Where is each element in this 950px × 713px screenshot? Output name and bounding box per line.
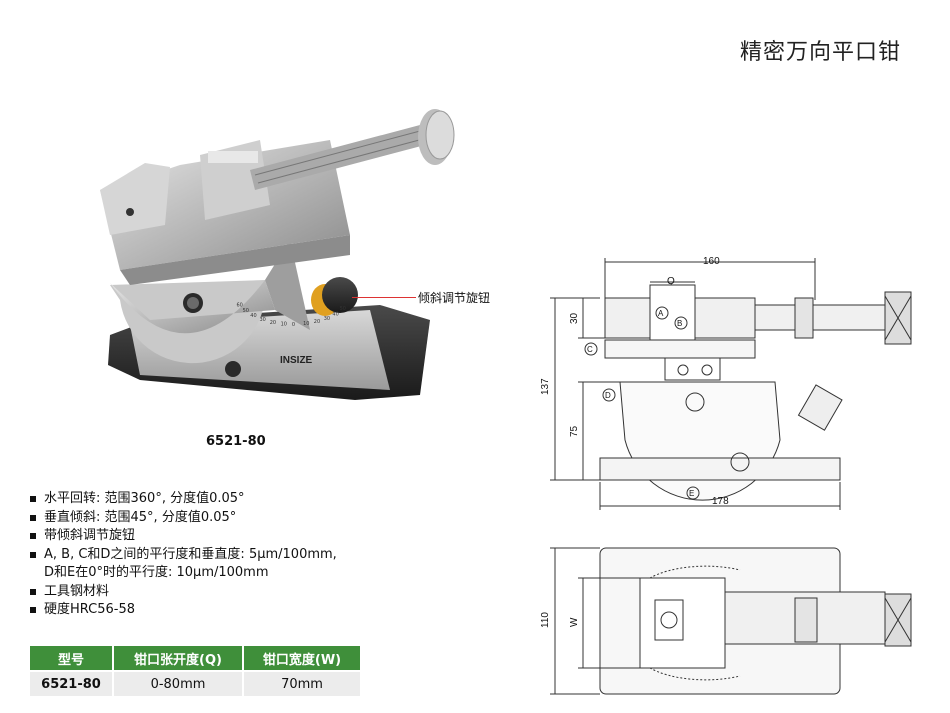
dim-137: 137 [540, 378, 551, 395]
dim-w: W [569, 617, 580, 627]
ref-b: B [677, 319, 682, 328]
brand-mark: INSIZE [280, 355, 313, 366]
dim-178: 178 [712, 496, 729, 507]
bullet-icon [30, 533, 36, 539]
bullet-icon [30, 588, 36, 595]
header-width: 钳口宽度(W) [243, 646, 362, 671]
cell-model: 6521-80 [30, 670, 114, 696]
dim-75: 75 [569, 425, 580, 437]
scale-number: 30 [260, 317, 266, 323]
bullet-icon [30, 551, 36, 558]
feature-item: 工具钢材料 [30, 583, 337, 602]
feature-item: 带倾斜调节旋钮 [30, 527, 337, 546]
scale-number: 40 [250, 313, 256, 319]
scale-number: 30 [324, 316, 330, 322]
bullet-icon [30, 496, 36, 502]
bullet-icon [30, 607, 36, 613]
cell-opening: 0-80mm [113, 670, 244, 696]
dim-q: Q [667, 276, 675, 287]
bullet-icon [30, 514, 36, 521]
feature-item: 硬度HRC56-58 [30, 601, 337, 620]
cell-width: 70mm [243, 670, 362, 696]
page-title: 精密万向平口钳 [740, 40, 902, 65]
scale-number: 50 [340, 306, 346, 312]
scale-number: 40 [332, 312, 338, 318]
technical-drawing: 160 Q 137 30 75 178 A B C D E [540, 256, 912, 695]
photo-caption: 6521-80 [206, 434, 266, 449]
callout-line [352, 297, 416, 298]
dim-30: 30 [569, 312, 580, 324]
header-opening: 钳口张开度(Q) [113, 646, 244, 671]
table-header-row: 型号 钳口张开度(Q) 钳口宽度(W) [30, 646, 362, 671]
feature-item: 水平回转: 范围360°, 分度值0.05° [30, 490, 337, 509]
feature-list: 水平回转: 范围360°, 分度值0.05° 垂直倾斜: 范围45°, 分度值0… [30, 490, 337, 620]
scale-number: 60 [237, 302, 243, 308]
feature-item: 垂直倾斜: 范围45°, 分度值0.05° [30, 509, 337, 528]
spec-table: 型号 钳口张开度(Q) 钳口宽度(W) 6521-80 0-80mm 70mm [30, 646, 362, 696]
scale-number: 10 [303, 321, 309, 327]
ref-a: A [658, 309, 664, 318]
feature-item: A, B, C和D之间的平行度和垂直度: 5μm/100mm,D和E在0°时的平… [30, 546, 337, 583]
scale-number: 50 [243, 308, 249, 314]
ref-e: E [689, 489, 694, 498]
ref-d: D [605, 391, 611, 400]
dim-160: 160 [703, 256, 720, 267]
ref-c: C [587, 345, 593, 354]
header-model: 型号 [30, 646, 114, 671]
table-row: 6521-80 0-80mm 70mm [30, 670, 362, 696]
scale-number: 20 [270, 320, 276, 326]
scale-number: 20 [314, 319, 320, 325]
tilt-knob-callout: 倾斜调节旋钮 [418, 291, 491, 305]
scale-number: 0 [292, 322, 295, 328]
dim-110: 110 [540, 612, 551, 628]
scale-number: 10 [281, 322, 287, 328]
